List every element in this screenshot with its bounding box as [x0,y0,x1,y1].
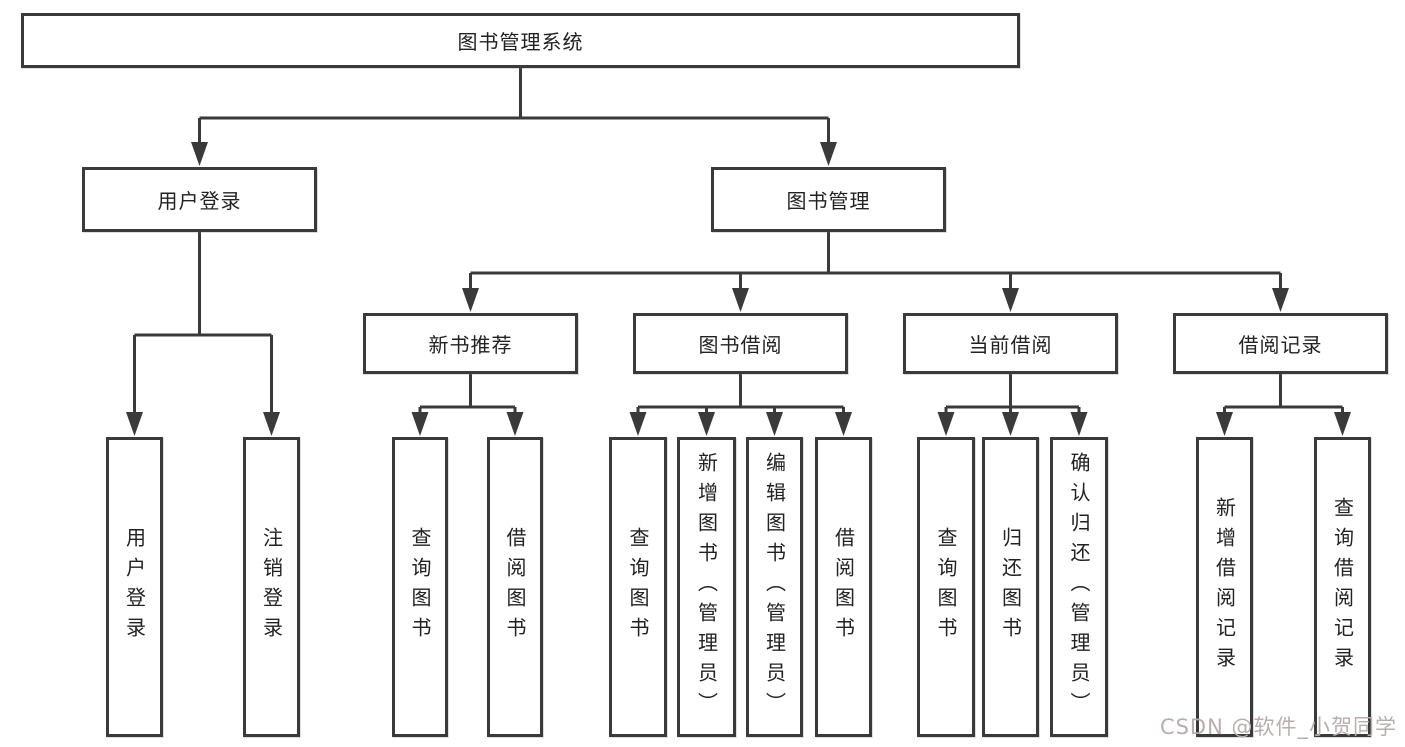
leaf-borrow-books: 借阅图书 [815,437,872,737]
node-label: 用户登录 [122,527,147,647]
arrow-down-icon [126,412,143,436]
node-label: 图书管理 [786,189,871,213]
node-book-borrowing: 图书借阅 [633,313,848,374]
node-label: 图书借阅 [698,333,783,357]
arrow-down-icon [506,412,524,436]
arrow-down-icon [1216,412,1233,436]
node-new-book-recommendation: 新书推荐 [363,313,578,374]
arrow-down-icon [1272,288,1289,312]
node-label: 查询图书 [626,527,650,647]
leaf-query-books-recommend: 查询图书 [392,437,448,737]
connector-borrow-record-children [1223,373,1344,418]
leaf-query-books-borrow: 查询图书 [609,437,667,737]
leaf-query-books-current: 查询图书 [917,437,975,737]
leaf-edit-books-admin: 编辑图书（管理员） [746,437,803,737]
node-label: 图书管理系统 [457,30,584,54]
arrow-down-icon [1070,412,1088,436]
arrow-down-icon [462,288,479,312]
node-label: 当前借阅 [968,333,1053,357]
node-label: 注销登录 [259,527,284,647]
node-book-management: 图书管理 [711,167,946,232]
connector-current-borrow-children [944,373,1081,418]
arrowhead-icons [126,142,1351,436]
leaf-borrow-books-recommend: 借阅图书 [487,437,543,737]
leaf-add-books-admin: 新增图书（管理员） [677,437,736,737]
node-label: 借阅记录 [1238,333,1323,357]
arrow-down-icon [732,288,749,312]
node-label: 查询图书 [934,527,958,647]
leaf-add-borrow-record: 新增借阅记录 [1196,437,1253,737]
node-label: 查询图书 [408,527,432,647]
connector-root-to-level2 [198,66,830,148]
node-label: 用户登录 [157,189,242,213]
node-library-management-system: 图书管理系统 [21,13,1020,68]
node-user-login: 用户登录 [82,167,317,232]
arrow-down-icon [820,142,837,166]
arrow-down-icon [937,412,955,436]
node-label: 新增借阅记录 [1212,497,1237,677]
connector-book-borrow-children [636,373,845,418]
node-label: 新增图书（管理员） [694,452,719,722]
arrow-down-icon [1002,288,1019,312]
leaf-user-login: 用户登录 [106,437,163,737]
arrow-down-icon [629,412,647,436]
arrow-down-icon [1334,412,1351,436]
leaf-confirm-return-admin: 确认归还（管理员） [1050,437,1108,737]
node-label: 借阅图书 [831,527,856,647]
leaf-return-books: 归还图书 [982,437,1039,737]
arrow-down-icon [766,412,783,436]
leaf-query-borrow-record: 查询借阅记录 [1314,437,1371,737]
arrow-down-icon [263,412,280,436]
node-label: 查询借阅记录 [1330,497,1355,677]
node-label: 确认归还（管理员） [1067,452,1091,722]
arrow-down-icon [191,142,208,166]
node-label: 借阅图书 [503,527,527,647]
connector-user-login-children [133,231,273,418]
node-current-borrowing: 当前借阅 [903,313,1118,374]
node-label: 新书推荐 [428,333,513,357]
connector-book-management-children [469,231,1282,294]
leaf-logout: 注销登录 [243,437,300,737]
connector-new-book-children [418,373,517,418]
arrow-down-icon [835,412,852,436]
node-label: 编辑图书（管理员） [762,452,787,722]
arrow-down-icon [698,412,715,436]
arrow-down-icon [1002,412,1019,436]
csdn-watermark: CSDN @软件_小贺同学 [1159,715,1397,739]
node-borrowing-records: 借阅记录 [1173,313,1388,374]
arrow-down-icon [411,412,429,436]
node-label: 归还图书 [998,527,1023,647]
